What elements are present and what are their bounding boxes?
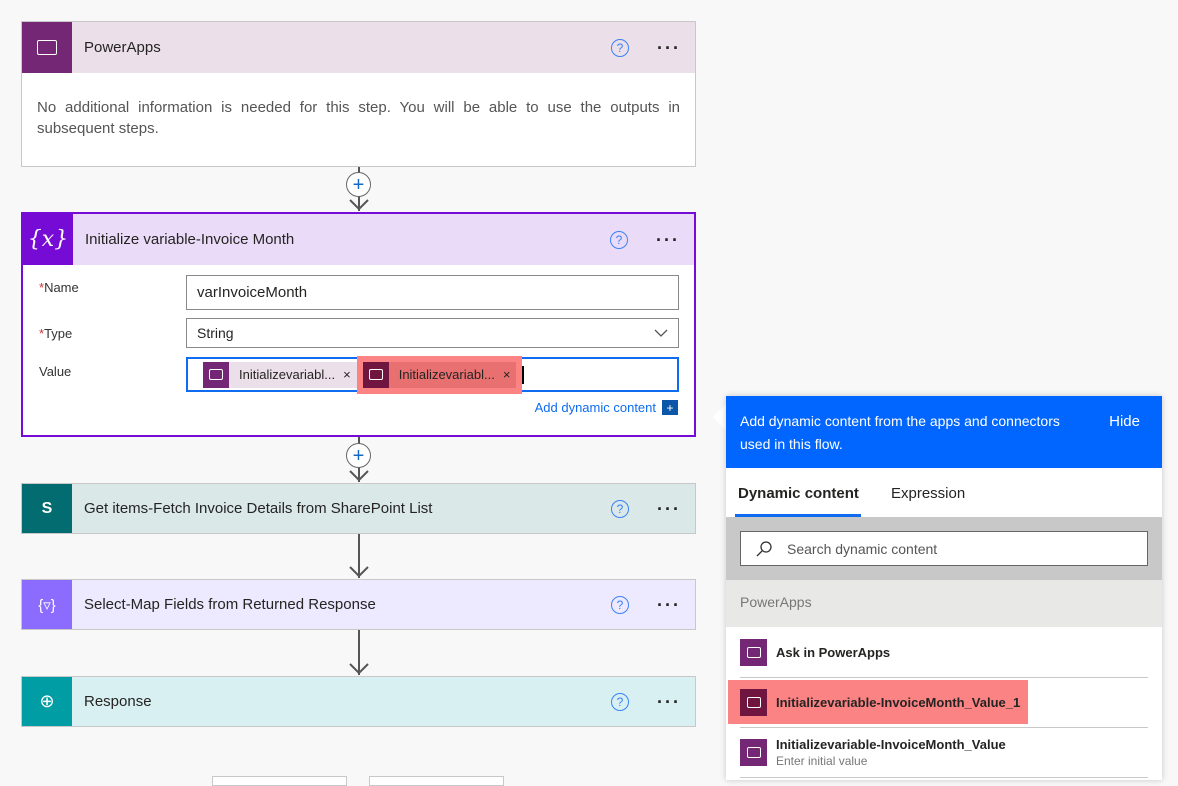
arrow-icon (349, 470, 369, 482)
connector-line (358, 630, 360, 675)
step-header[interactable]: S Get items-Fetch Invoice Details from S… (22, 484, 695, 533)
step-get-items: S Get items-Fetch Invoice Details from S… (21, 483, 696, 534)
search-area: Search dynamic content (726, 517, 1162, 580)
panel-tabs: Dynamic content Expression (726, 468, 1162, 517)
insert-step-button[interactable]: + (346, 443, 371, 468)
connector-line (358, 534, 360, 578)
add-icon: + (662, 400, 678, 415)
step-header[interactable]: {𝑥} Initialize variable-Invoice Month ? … (23, 214, 694, 265)
arrow-icon (349, 566, 369, 578)
dynamic-token-highlighted[interactable]: Initializevariabl...× (356, 355, 523, 394)
remove-token-icon[interactable]: × (343, 367, 351, 382)
step-initialize-variable: {𝑥} Initialize variable-Invoice Month ? … (21, 212, 696, 437)
group-header: PowerApps (726, 580, 1162, 627)
powerapps-icon (740, 639, 767, 666)
name-input[interactable]: varInvoiceMonth (186, 275, 679, 310)
powerapps-icon (740, 739, 767, 766)
highlight (728, 680, 1028, 724)
text-cursor (522, 365, 524, 384)
arrow-icon (349, 199, 369, 211)
sharepoint-icon: S (22, 484, 72, 533)
select-icon: {▿} (22, 580, 72, 629)
dynamic-item-highlighted[interactable]: Initializevariable-InvoiceMonth_Value_1 (728, 678, 1148, 728)
tab-expression[interactable]: Expression (891, 485, 966, 502)
new-step-button[interactable] (212, 776, 347, 786)
panel-pointer (713, 403, 727, 431)
more-options-icon[interactable]: ··· (657, 498, 681, 519)
search-icon (756, 540, 772, 556)
more-options-icon[interactable]: ··· (657, 691, 681, 712)
help-icon[interactable]: ? (610, 230, 629, 249)
value-input[interactable]: Initializevariabl...× Initializevariabl.… (186, 355, 679, 394)
arrow-icon (349, 663, 369, 675)
dynamic-token[interactable]: Initializevariabl...× (203, 361, 357, 388)
powerapps-icon (362, 361, 389, 388)
globe-icon: ⊕ (22, 677, 72, 726)
powerapps-icon (740, 689, 767, 716)
step-header[interactable]: PowerApps ? ··· (22, 22, 695, 73)
help-icon[interactable]: ? (611, 692, 630, 711)
powerapps-icon (22, 22, 72, 73)
step-response: ⊕ Response ? ··· (21, 676, 696, 727)
add-dynamic-content-link[interactable]: Add dynamic content+ (535, 400, 678, 415)
step-header[interactable]: {▿} Select-Map Fields from Returned Resp… (22, 580, 695, 629)
type-select[interactable]: String (186, 318, 679, 348)
search-input[interactable]: Search dynamic content (740, 531, 1148, 566)
powerapps-icon (203, 361, 229, 388)
remove-token-icon[interactable]: × (502, 367, 511, 382)
dynamic-content-panel: Add dynamic content from the apps and co… (726, 396, 1162, 780)
step-title: PowerApps (84, 39, 161, 56)
name-label: *Name (39, 280, 79, 295)
step-powerapps: PowerApps ? ··· No additional informatio… (21, 21, 696, 167)
insert-step-button[interactable]: + (346, 172, 371, 197)
chevron-down-icon (654, 329, 668, 337)
panel-banner: Add dynamic content from the apps and co… (726, 396, 1162, 468)
dynamic-item[interactable]: Ask in PowerApps (740, 628, 1148, 678)
save-button[interactable] (369, 776, 504, 786)
tab-dynamic-content[interactable]: Dynamic content (735, 468, 861, 517)
step-title: Initialize variable-Invoice Month (85, 231, 295, 248)
step-title: Response (84, 693, 152, 710)
step-body: No additional information is needed for … (37, 99, 680, 137)
value-label: Value (39, 364, 72, 379)
variable-icon: {𝑥} (23, 214, 73, 265)
help-icon[interactable]: ? (611, 499, 630, 518)
step-header[interactable]: ⊕ Response ? ··· (22, 677, 695, 726)
more-options-icon[interactable]: ··· (657, 37, 681, 58)
hide-button[interactable]: Hide (1109, 413, 1140, 430)
step-select: {▿} Select-Map Fields from Returned Resp… (21, 579, 696, 630)
type-label: *Type (39, 326, 73, 341)
step-title: Select-Map Fields from Returned Response (84, 596, 376, 613)
help-icon[interactable]: ? (611, 595, 630, 614)
step-title: Get items-Fetch Invoice Details from Sha… (84, 500, 433, 517)
help-icon[interactable]: ? (611, 38, 630, 57)
more-options-icon[interactable]: ··· (657, 594, 681, 615)
more-options-icon[interactable]: ··· (656, 229, 680, 250)
